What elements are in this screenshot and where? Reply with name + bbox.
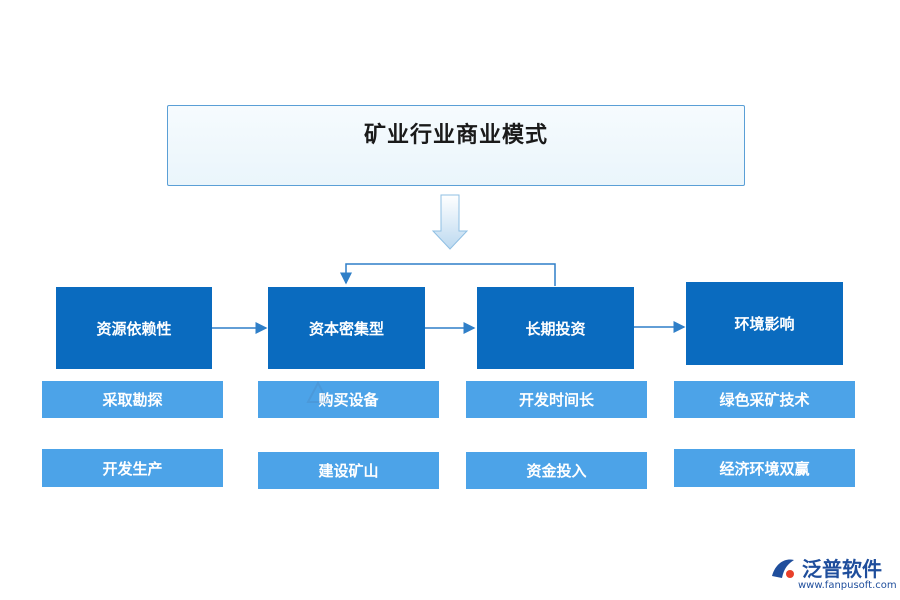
watermark <box>305 380 331 406</box>
sub-node-1-1: 采取勘探 <box>42 381 223 418</box>
main-node-resource: 资源依赖性 <box>56 287 212 369</box>
title-box: 矿业行业商业模式 <box>167 105 745 186</box>
main-node-long-term: 长期投资 <box>477 287 634 369</box>
sub-node-3-2: 资金投入 <box>466 452 647 489</box>
brand-logo: 泛普软件 <box>770 553 882 582</box>
sub-node-3-1: 开发时间长 <box>466 381 647 418</box>
sub-node-4-1: 绿色采矿技术 <box>674 381 855 418</box>
brand-name: 泛普软件 <box>802 557 882 581</box>
down-arrow <box>431 194 469 250</box>
watermark-logo-icon <box>306 380 330 403</box>
brand-url: www.fanpusoft.com <box>798 580 897 591</box>
main-node-environment: 环境影响 <box>686 282 843 365</box>
sub-node-2-1: 购买设备 <box>258 381 439 418</box>
sub-node-1-2: 开发生产 <box>42 449 223 487</box>
diagram-title: 矿业行业商业模式 <box>363 122 548 148</box>
brand-logo-icon <box>772 559 794 578</box>
main-node-capital: 资本密集型 <box>268 287 425 369</box>
sub-node-4-2: 经济环境双赢 <box>674 449 855 487</box>
arrow-3-2-loop <box>340 263 556 286</box>
sub-node-2-2: 建设矿山 <box>258 452 439 489</box>
